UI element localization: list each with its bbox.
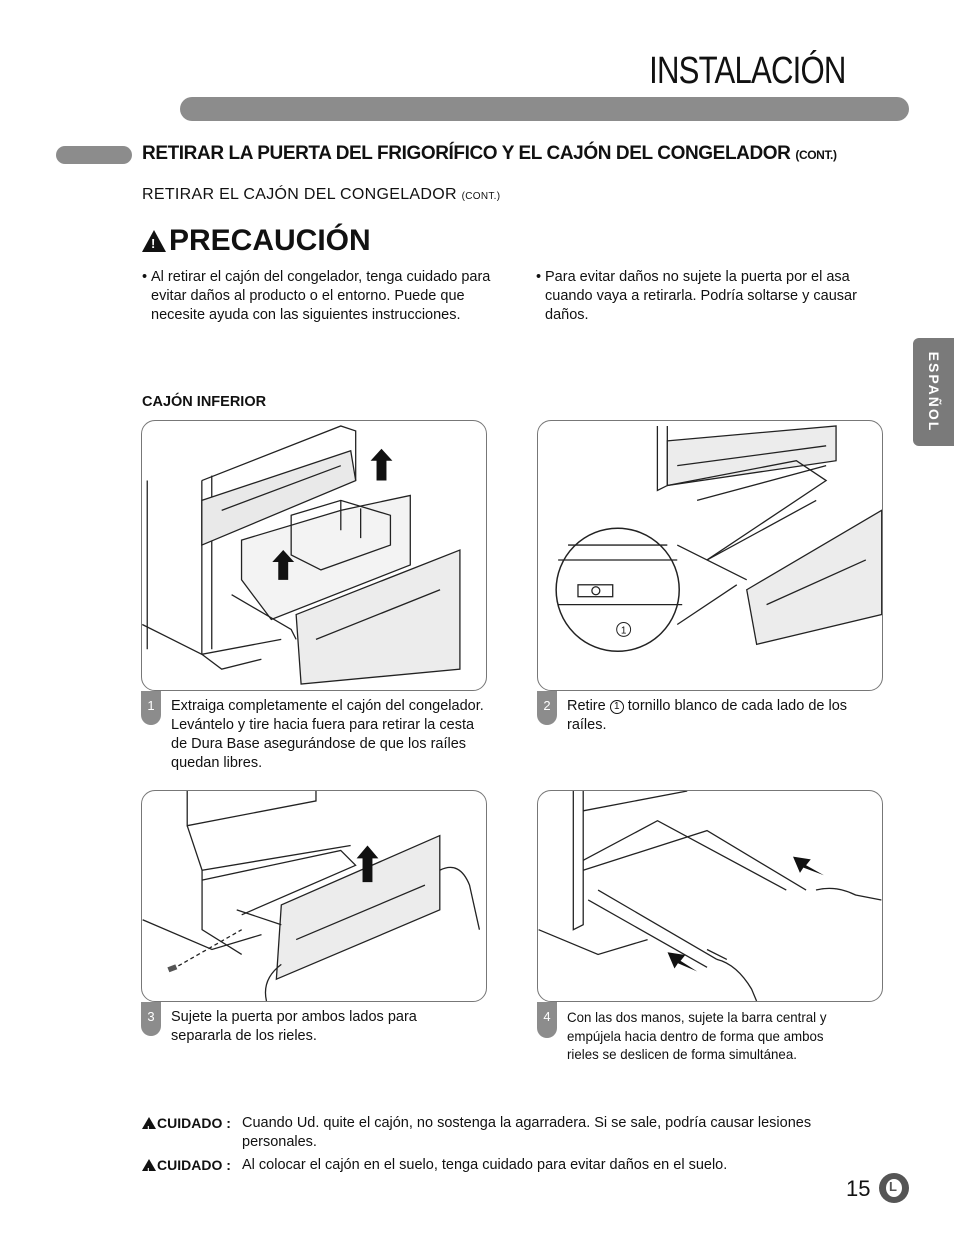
section-title: RETIRAR LA PUERTA DEL FRIGORÍFICO Y EL C… (142, 143, 837, 165)
subsection-title: RETIRAR EL CAJÓN DEL CONGELADOR (CONT.) (142, 186, 500, 204)
language-tab-label: ESPAÑOL (925, 351, 942, 433)
callout-1-icon: 1 (616, 622, 632, 637)
step-1-illustration (141, 420, 487, 691)
caution-right-text: Para evitar daños no sujete la puerta po… (545, 269, 857, 323)
warning-icon (142, 1159, 156, 1181)
page-number: 15 (846, 1176, 871, 1201)
step-2-text-before: Retire (567, 698, 606, 714)
language-tab: ESPAÑOL (913, 338, 954, 446)
caution-notes: CUIDADO : Cuando Ud. quite el cajón, no … (142, 1114, 882, 1181)
step-2-text-after: tornillo blanco de cada lado de los raíl… (567, 698, 848, 733)
section-title-cont: (CONT.) (795, 148, 837, 162)
step-2-illustration: 1 (537, 420, 883, 691)
screw-icon (167, 964, 178, 973)
up-arrow-icon (356, 845, 379, 883)
step-3-number: 3 (141, 1002, 161, 1036)
push-arrow-icon (793, 856, 824, 876)
step-4-drawing (538, 791, 882, 1001)
caution-left-column: •Al retirar el cajón del congelador, ten… (142, 268, 512, 325)
title-bar (180, 97, 909, 121)
caution-note-text: Al colocar el cajón en el suelo, tenga c… (242, 1157, 728, 1173)
subsection-title-cont: (CONT.) (461, 191, 501, 202)
caution-right-column: •Para evitar daños no sujete la puerta p… (536, 268, 896, 325)
step-4-illustration (537, 790, 883, 1002)
step-1-text: Extraiga completamente el cajón del cong… (171, 698, 484, 771)
step-3-drawing (142, 791, 481, 1001)
caution-note: CUIDADO : Al colocar el cajón en el suel… (142, 1156, 882, 1181)
warning-icon (142, 230, 166, 252)
step-3-text: Sujete la puerta por ambos lados para se… (171, 1009, 417, 1044)
step-2-text: Retire 1 tornillo blanco de cada lado de… (567, 697, 882, 735)
step-4-number: 4 (537, 1002, 557, 1038)
subsection-title-text: RETIRAR EL CAJÓN DEL CONGELADOR (142, 186, 457, 203)
callout-number: 1 (609, 700, 624, 714)
page-title: INSTALACIÓN (649, 50, 847, 92)
lg-logo-icon (879, 1173, 909, 1203)
caution-note: CUIDADO : Cuando Ud. quite el cajón, no … (142, 1114, 882, 1152)
step-3-illustration (141, 790, 487, 1002)
step-1-drawing (142, 425, 461, 685)
caution-note-text: Cuando Ud. quite el cajón, no sostenga l… (242, 1115, 812, 1150)
caution-heading-text: PRECAUCIÓN (169, 224, 371, 257)
caution-note-label: CUIDADO : (142, 1156, 242, 1181)
caution-note-label: CUIDADO : (142, 1114, 242, 1152)
section-title-text: RETIRAR LA PUERTA DEL FRIGORÍFICO Y EL C… (142, 143, 791, 164)
caution-left-text: Al retirar el cajón del congelador, teng… (151, 269, 491, 323)
step-4-text: Con las dos manos, sujete la barra centr… (567, 1009, 827, 1062)
warning-icon (142, 1117, 156, 1139)
caution-heading: PRECAUCIÓN (142, 224, 371, 258)
drawer-label: CAJÓN INFERIOR (142, 394, 267, 410)
step-2-number: 2 (537, 691, 557, 725)
step-2-drawing: 1 (555, 425, 882, 653)
up-arrow-icon (370, 448, 393, 481)
section-marker (56, 146, 132, 164)
up-arrow-icon (272, 550, 295, 580)
step-1-number: 1 (141, 691, 161, 725)
push-arrow-icon (667, 952, 698, 972)
svg-text:1: 1 (621, 625, 627, 636)
